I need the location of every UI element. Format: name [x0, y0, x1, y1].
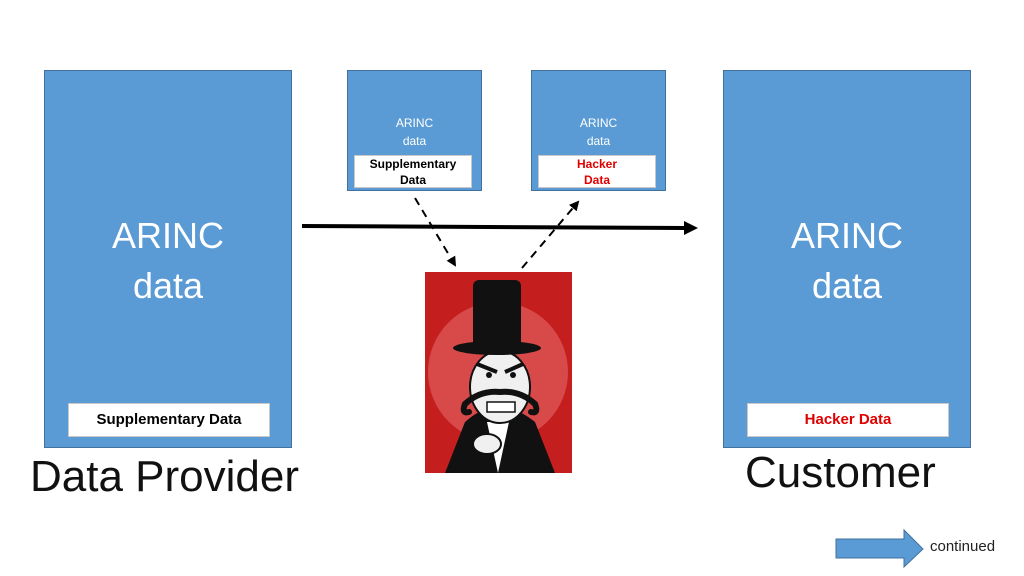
customer-caption: Customer	[745, 448, 936, 497]
original-packet-label: ARINC data	[348, 114, 481, 150]
customer-arinc-line2: data	[811, 265, 883, 306]
original-packet-tag: Supplementary Data	[354, 155, 472, 188]
provider-arinc-line1: ARINC	[111, 215, 224, 256]
customer-block: ARINC data Hacker Data	[723, 70, 971, 448]
inject-arrow	[521, 200, 580, 269]
tampered-packet-line1: ARINC	[579, 116, 618, 130]
tampered-packet-tag: Hacker Data	[538, 155, 656, 188]
provider-supplementary-tag: Supplementary Data	[68, 403, 270, 437]
main-flow-arrow	[301, 224, 687, 230]
original-packet: ARINC data Supplementary Data	[347, 70, 482, 191]
intercept-arrow	[414, 197, 457, 267]
customer-arinc-label: ARINC data	[724, 211, 970, 311]
original-packet-line1: ARINC	[395, 116, 434, 130]
data-provider-caption: Data Provider	[30, 452, 300, 501]
tampered-packet: ARINC data Hacker Data	[531, 70, 666, 191]
continued-arrow-icon[interactable]	[835, 528, 924, 569]
original-packet-tag-line1: Supplementary	[369, 157, 457, 171]
main-flow-arrowhead	[684, 221, 698, 235]
continued-link[interactable]: continued	[930, 538, 996, 555]
original-packet-tag-line2: Data	[399, 173, 426, 187]
tampered-packet-line2: data	[586, 134, 611, 148]
top-hat-villain-icon	[425, 272, 572, 473]
original-packet-line2: data	[402, 134, 427, 148]
customer-arinc-line1: ARINC	[790, 215, 903, 256]
tampered-packet-label: ARINC data	[532, 114, 665, 150]
provider-arinc-label: ARINC data	[45, 211, 291, 311]
tampered-packet-tag-line2: Data	[583, 173, 610, 187]
customer-hacker-tag: Hacker Data	[747, 403, 949, 437]
tampered-packet-tag-line1: Hacker	[576, 157, 618, 171]
provider-arinc-line2: data	[132, 265, 204, 306]
data-provider-block: ARINC data Supplementary Data	[44, 70, 292, 448]
